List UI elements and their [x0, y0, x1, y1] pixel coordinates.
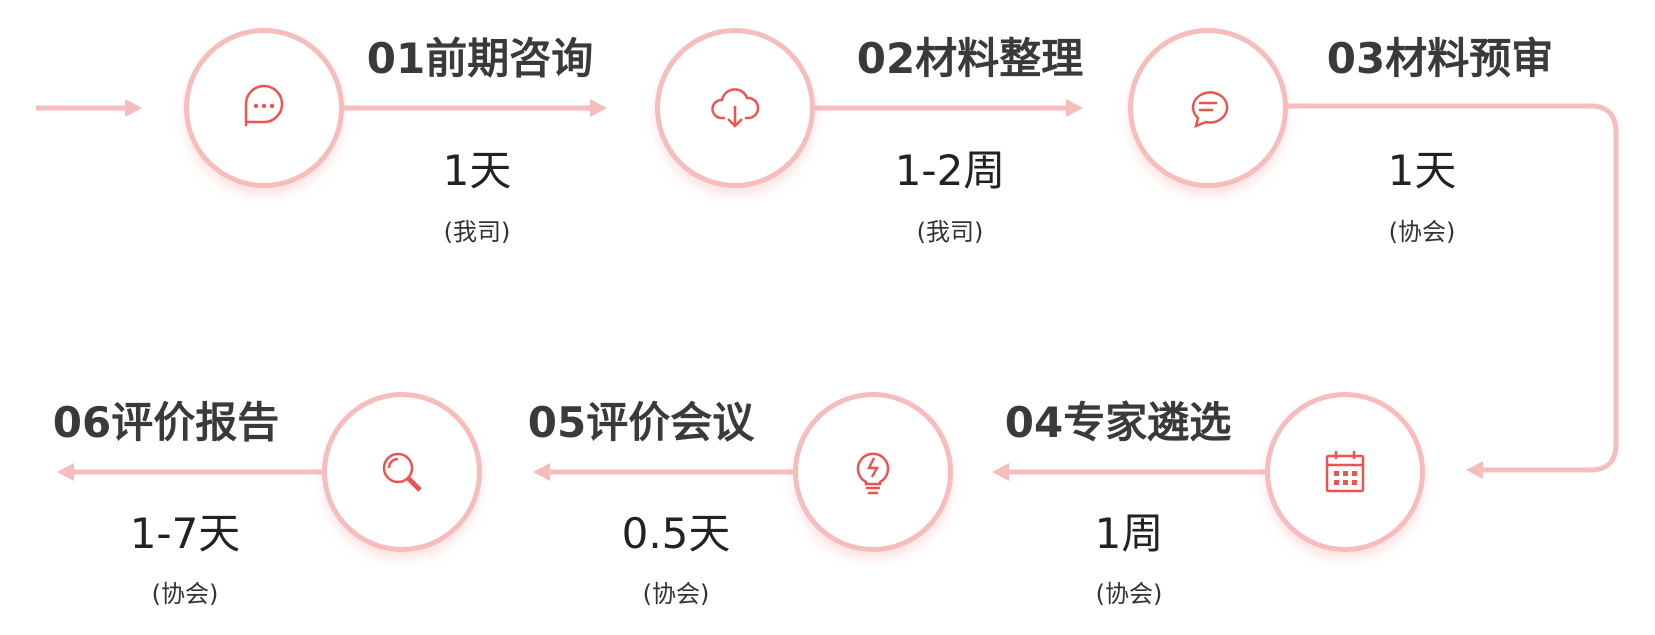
- step-6-party: (协会): [151, 580, 219, 608]
- step-5-circle: [793, 392, 953, 552]
- lightbulb-icon: [856, 452, 890, 495]
- cloud-download-icon: [711, 88, 760, 128]
- step-3-party: (协会): [1388, 218, 1456, 246]
- step-6-title: 06评价报告: [52, 398, 280, 447]
- step-4-circle: [1265, 392, 1425, 552]
- step-4-party: (协会): [1095, 580, 1163, 608]
- step-1-circle: [184, 28, 344, 188]
- step-5-title: 05评价会议: [527, 398, 755, 447]
- calendar-icon: [1325, 451, 1365, 493]
- step-2-party: (我司): [916, 218, 984, 246]
- chat-bubble-icon: [244, 84, 284, 126]
- step-2-duration: 1-2周: [894, 146, 1006, 195]
- search-icon: [382, 452, 422, 492]
- step-4-duration: 1周: [1094, 509, 1164, 558]
- step-5-duration: 0.5天: [621, 509, 731, 558]
- step-2-title: 02材料整理: [856, 34, 1084, 83]
- step-1-title: 01前期咨询: [366, 34, 594, 83]
- step-3-duration: 1天: [1387, 146, 1457, 195]
- message-icon: [1191, 91, 1229, 129]
- step-2-circle: [655, 28, 815, 188]
- step-1-duration: 1天: [442, 146, 512, 195]
- step-5-party: (协会): [642, 580, 710, 608]
- step-6-circle: [322, 392, 482, 552]
- step-3-circle: [1128, 28, 1288, 188]
- step-6-duration: 1-7天: [129, 509, 241, 558]
- step-4-title: 04专家遴选: [1004, 398, 1232, 447]
- step-3-title: 03材料预审: [1326, 34, 1554, 83]
- step-1-party: (我司): [443, 218, 511, 246]
